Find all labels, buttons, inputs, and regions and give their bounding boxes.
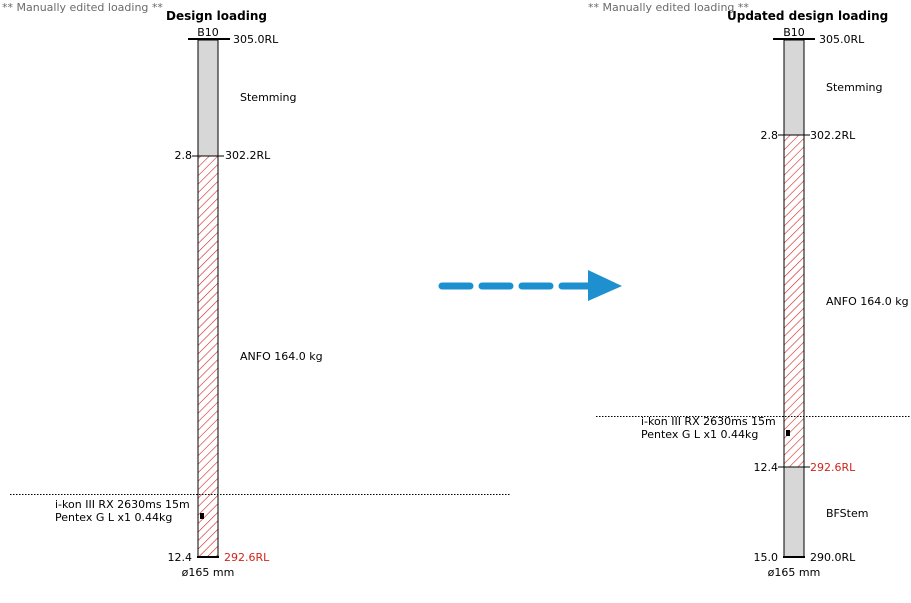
right-primer-marker xyxy=(786,430,790,436)
left-primer-booster: Pentex G L x1 0.44kg xyxy=(55,511,173,524)
left-interface-rl: 302.2RL xyxy=(225,149,271,162)
right-primer-detonator: i-kon III RX 2630ms 15m xyxy=(641,415,776,428)
right-charge-bottom-depth: 12.4 xyxy=(753,461,779,474)
right-hole-diameter: ø165 mm xyxy=(767,566,821,579)
right-primer-booster: Pentex G L x1 0.44kg xyxy=(641,428,759,441)
right-interface-depth: 2.8 xyxy=(760,129,779,142)
right-blasthole xyxy=(596,38,911,558)
right-stemming-label: Stemming xyxy=(826,81,883,94)
left-charge-label: ANFO 164.0 kg xyxy=(240,350,323,363)
left-primer-detonator: i-kon III RX 2630ms 15m xyxy=(55,498,190,511)
left-hole-id: B10 xyxy=(197,26,219,39)
left-hole-diameter: ø165 mm xyxy=(181,566,235,579)
right-hole-id: B10 xyxy=(783,26,805,39)
left-anfo-deck xyxy=(197,155,219,558)
left-stemming-deck xyxy=(197,39,219,157)
left-collar-rl: 305.0RL xyxy=(233,33,279,46)
right-manual-edit-note: ** Manually edited loading ** xyxy=(588,1,749,14)
right-bottom-rl: 290.0RL xyxy=(810,551,856,564)
left-manual-edit-note: ** Manually edited loading ** xyxy=(2,1,163,14)
dashed-right-arrow-icon xyxy=(438,270,622,301)
left-blasthole xyxy=(10,38,511,558)
right-title: Updated design loading xyxy=(727,9,889,23)
right-charge-label: ANFO 164.0 kg xyxy=(826,295,909,308)
right-stemming-deck xyxy=(783,39,805,136)
left-bottom-rl: 292.6RL xyxy=(224,551,270,564)
right-collar-rl: 305.0RL xyxy=(819,33,865,46)
left-interface-depth: 2.8 xyxy=(174,149,193,162)
left-title: Design loading xyxy=(166,9,267,23)
right-interface-rl: 302.2RL xyxy=(810,129,856,142)
left-primer-marker xyxy=(200,513,204,519)
right-charge-bottom-rl: 292.6RL xyxy=(810,461,856,474)
right-bottom-depth: 15.0 xyxy=(753,551,779,564)
right-bottom-stem-label: BFStem xyxy=(826,507,869,520)
left-stemming-label: Stemming xyxy=(240,91,297,104)
right-bottom-stemming-deck xyxy=(783,466,805,558)
right-anfo-deck xyxy=(783,134,805,468)
left-bottom-depth: 12.4 xyxy=(167,551,193,564)
